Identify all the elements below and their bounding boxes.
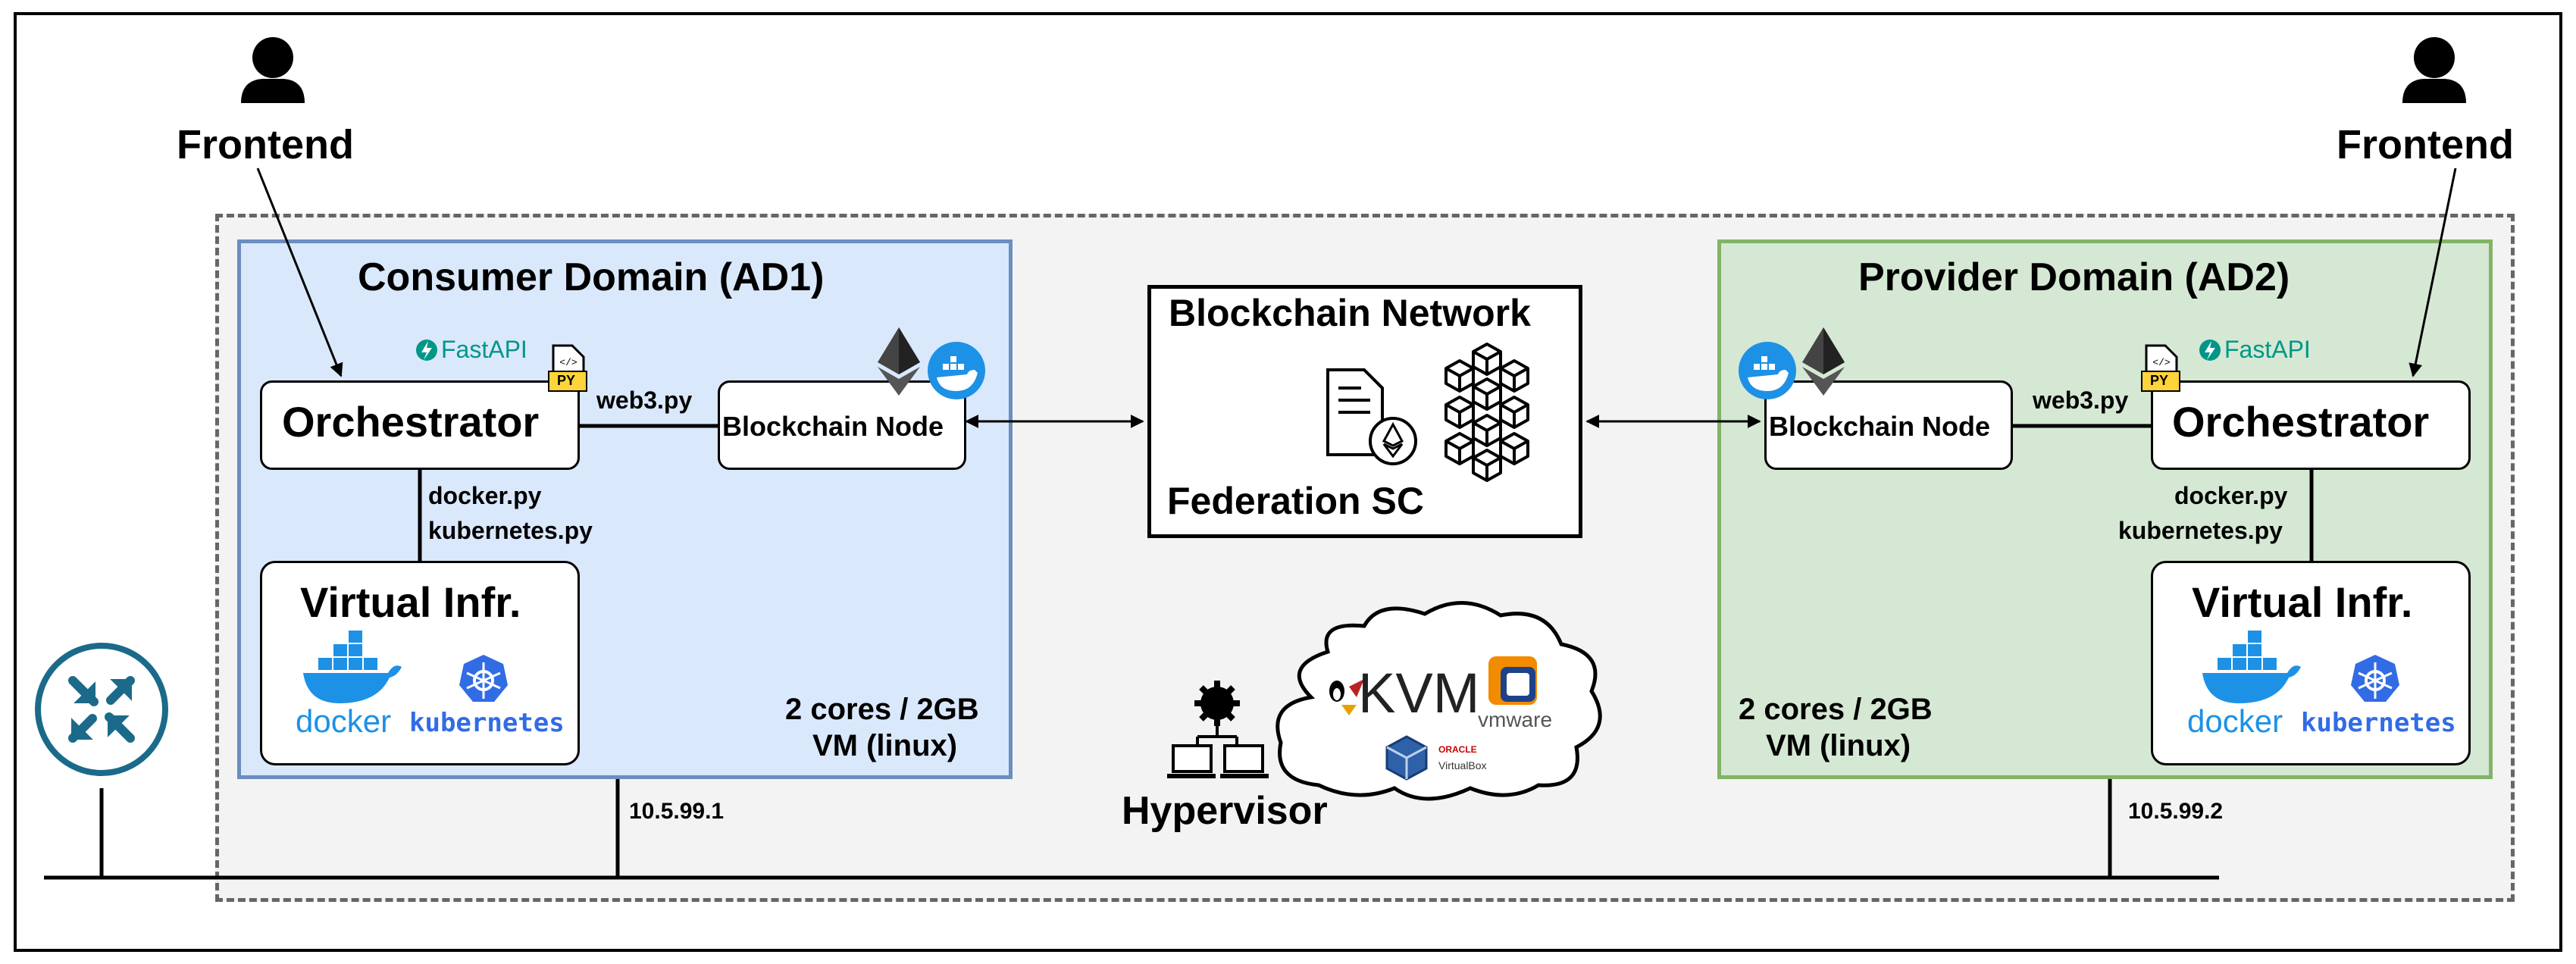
- provider-docker-py-label: docker.py: [2174, 482, 2288, 509]
- hypervisor-label: Hypervisor: [1122, 789, 1328, 833]
- router-icon: [35, 643, 168, 776]
- consumer-domain-title: Consumer Domain (AD1): [358, 255, 825, 299]
- provider-domain-title: Provider Domain (AD2): [1858, 255, 2290, 299]
- provider-virtual-infr-label: Virtual Infr.: [2192, 578, 2413, 626]
- consumer-vm-spec-1: 2 cores / 2GB: [785, 693, 979, 726]
- oracle-label: ORACLE: [1438, 744, 1477, 755]
- consumer-blockchain-node-label: Blockchain Node: [722, 411, 944, 442]
- provider-virtual-infr-box[interactable]: [2151, 561, 2471, 765]
- provider-web3-label: web3.py: [2033, 387, 2129, 414]
- kubernetes-icon-provider: [2351, 655, 2399, 702]
- provider-kubernetes-py-label: kubernetes.py: [2118, 517, 2283, 544]
- smart-contract-icon: [1326, 368, 1417, 465]
- svg-text:</>: </>: [559, 357, 577, 368]
- docker-badge-provider: [1739, 342, 1796, 399]
- virtualbox-label: VirtualBox: [1438, 759, 1487, 772]
- frontend-right-label: Frontend: [2337, 122, 2514, 167]
- federation-sc-label: Federation SC: [1167, 480, 1424, 522]
- provider-vm-spec-2: VM (linux): [1766, 729, 1911, 762]
- fastapi-icon-left: [416, 340, 437, 361]
- consumer-orchestrator-box[interactable]: [260, 380, 580, 470]
- vmware-icon: [1488, 656, 1537, 705]
- consumer-ip-label: 10.5.99.1: [629, 799, 725, 824]
- provider-orchestrator-label: Orchestrator: [2172, 398, 2430, 446]
- hypervisor-cloud: [1275, 601, 1602, 801]
- user-icon-left: [241, 37, 305, 103]
- consumer-kubernetes-label: kubernetes: [409, 708, 565, 738]
- consumer-orchestrator-label: Orchestrator: [282, 398, 540, 446]
- consumer-vm-spec-2: VM (linux): [812, 729, 958, 762]
- provider-kubernetes-label: kubernetes: [2301, 708, 2456, 738]
- network-bus: [44, 779, 2219, 880]
- consumer-blockchain-node-box[interactable]: [718, 380, 966, 470]
- fastapi-icon-right: [2199, 340, 2221, 361]
- ethereum-icon-consumer: [878, 327, 920, 396]
- python-file-icon-right: </>: [2141, 344, 2180, 392]
- hypervisor-icon: [1167, 681, 1269, 778]
- blockchain-cubes-icon: [1445, 343, 1529, 482]
- ethereum-icon-provider: [1802, 327, 1845, 396]
- provider-docker-label: docker: [2187, 703, 2283, 739]
- consumer-fastapi-label: FastAPI: [441, 336, 527, 363]
- provider-blockchain-node-label: Blockchain Node: [1769, 411, 1991, 442]
- python-file-icon-left: </>: [548, 344, 587, 392]
- provider-py-badge: PY: [2150, 373, 2169, 388]
- docker-badge-consumer: [928, 342, 985, 399]
- consumer-web3-label: web3.py: [596, 387, 693, 414]
- consumer-kubernetes-py-label: kubernetes.py: [428, 517, 593, 544]
- frontend-left-label: Frontend: [177, 122, 354, 167]
- consumer-virtual-infr-label: Virtual Infr.: [300, 578, 521, 626]
- provider-blockchain-node-box[interactable]: [1764, 380, 2013, 470]
- provider-vm-spec-1: 2 cores / 2GB: [1739, 693, 1933, 726]
- blockchain-network-title: Blockchain Network: [1169, 292, 1531, 334]
- provider-ip-label: 10.5.99.2: [2128, 799, 2224, 824]
- user-icon-right: [2402, 37, 2466, 103]
- provider-fastapi-label: FastAPI: [2224, 336, 2311, 363]
- kubernetes-icon-consumer: [459, 655, 508, 702]
- docker-whale-icon-provider: [2202, 631, 2301, 703]
- consumer-py-badge: PY: [557, 373, 576, 388]
- consumer-docker-label: docker: [296, 703, 392, 739]
- svg-text:</>: </>: [2152, 357, 2171, 368]
- docker-whale-icon-consumer: [303, 631, 402, 703]
- virtualbox-icon: [1385, 735, 1428, 781]
- kvm-penguin-icon: [1329, 679, 1364, 715]
- consumer-virtual-infr-box[interactable]: [260, 561, 580, 765]
- kvm-label: KVM: [1358, 662, 1480, 725]
- vmware-label: vmware: [1478, 708, 1553, 731]
- outer-frame: [14, 12, 2562, 952]
- provider-orchestrator-box[interactable]: [2151, 380, 2471, 470]
- consumer-docker-py-label: docker.py: [428, 482, 542, 509]
